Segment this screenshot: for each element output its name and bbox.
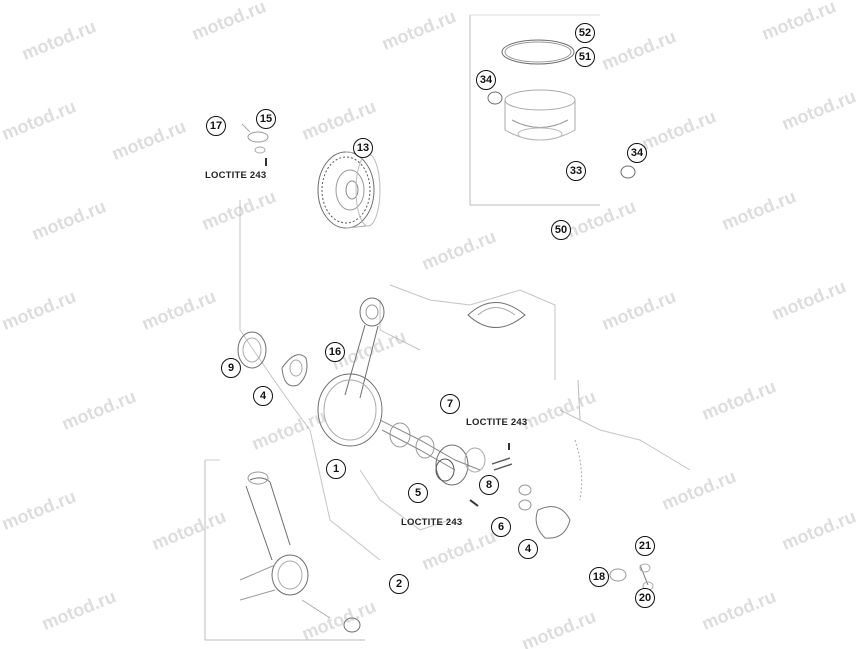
balancer-shaft <box>467 302 526 328</box>
callout-20: 20 <box>635 588 655 608</box>
callout-33: 33 <box>566 161 586 181</box>
callout-4: 4 <box>253 386 273 406</box>
callout-34: 34 <box>627 143 647 163</box>
callout-5: 5 <box>408 483 428 503</box>
loctite-note: LOCTITE 243 <box>401 517 463 528</box>
conrod-kit <box>204 459 365 641</box>
callout-8: 8 <box>479 475 499 495</box>
callout-16: 16 <box>325 342 345 362</box>
callout-50: 50 <box>551 220 571 240</box>
engine-case <box>239 200 691 561</box>
oil-pump <box>435 443 532 511</box>
callout-6: 6 <box>491 517 511 537</box>
callout-2: 2 <box>389 574 409 594</box>
left-seals <box>237 331 308 387</box>
loctite-note: LOCTITE 243 <box>205 170 267 181</box>
callout-34: 34 <box>476 70 496 90</box>
small-parts <box>609 563 654 591</box>
callout-4: 4 <box>518 539 538 559</box>
callout-52: 52 <box>575 23 595 43</box>
callout-51: 51 <box>575 47 595 67</box>
callout-9: 9 <box>221 358 241 378</box>
loctite-note: LOCTITE 243 <box>466 417 528 428</box>
crankshaft <box>317 297 481 471</box>
callout-7: 7 <box>440 394 460 414</box>
callout-18: 18 <box>589 567 609 587</box>
callout-17: 17 <box>206 116 226 136</box>
flywheel-gear <box>317 151 381 229</box>
piston-group <box>469 14 636 206</box>
right-seals <box>535 379 583 539</box>
callout-1: 1 <box>326 459 346 479</box>
callout-15: 15 <box>256 109 276 129</box>
callout-21: 21 <box>635 536 655 556</box>
bolt-group <box>241 123 269 166</box>
callout-13: 13 <box>353 138 373 158</box>
